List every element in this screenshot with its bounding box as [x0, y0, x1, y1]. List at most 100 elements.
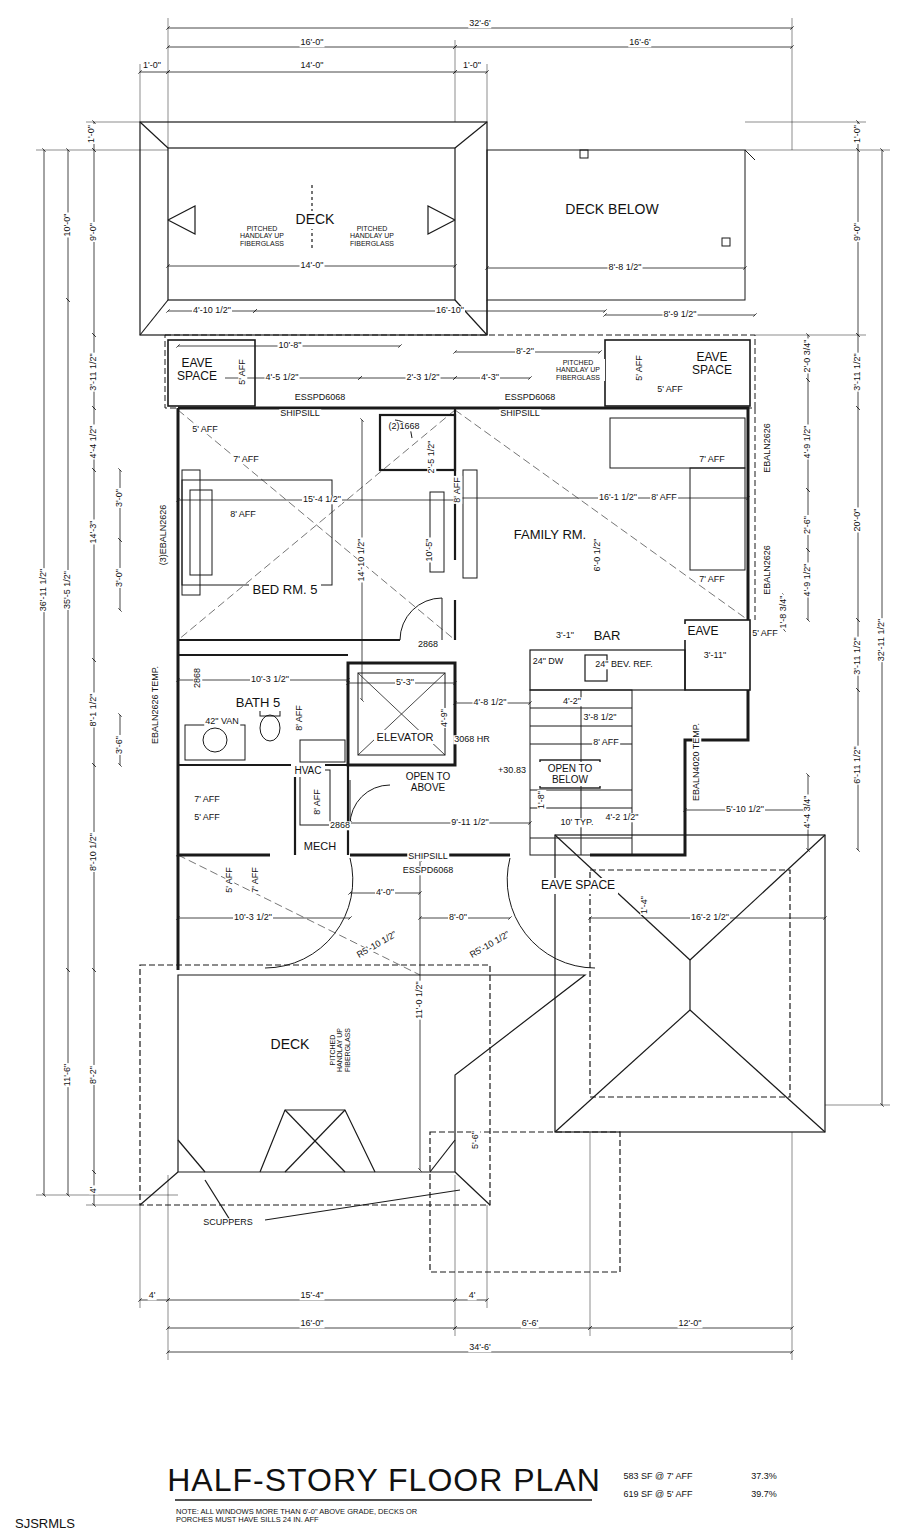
- dimension-text: 3'-8 1/2": [583, 713, 618, 722]
- upper-deck: [428, 206, 455, 234]
- dimension-text: 14'-3": [89, 520, 98, 545]
- dimension-text: 12'-0": [678, 1319, 703, 1328]
- room-label-box: OPEN TO ABOVE: [396, 770, 460, 794]
- dimension-text: 4'-4 3/4": [803, 795, 812, 830]
- room-name: MECH: [304, 840, 336, 852]
- room-name: DECK: [296, 212, 335, 227]
- view-line: [178, 410, 748, 975]
- dimension-text: SHIPSILL: [279, 409, 321, 418]
- extension-line: [755, 335, 866, 336]
- hip-roof: [689, 960, 690, 1010]
- dimension-text: +30.83: [497, 766, 527, 775]
- door-swing: [442, 598, 443, 640]
- furniture: [182, 470, 200, 595]
- eave-box: [685, 620, 750, 690]
- dimension-text: 5'-6": [471, 1130, 480, 1150]
- dimension-text: 7' AFF: [698, 455, 726, 464]
- dimension-text: 3'-11 1/2": [89, 352, 98, 391]
- dimension-text: 3'-1": [555, 631, 575, 640]
- eave-outline: [165, 335, 755, 408]
- dimension-text: 4'-0": [375, 888, 395, 897]
- room-label-box: EAVE SPACE: [169, 356, 225, 384]
- dimension-text: 8'-1 1/2": [89, 693, 98, 728]
- view-line: [178, 410, 455, 640]
- door-swing: [400, 598, 442, 640]
- extension-line: [168, 18, 169, 148]
- room-label-box: DECK BELOW: [562, 201, 661, 218]
- hip-roof: [430, 835, 825, 1272]
- bar-counter: [530, 650, 685, 690]
- dimension-text: 619 SF @ 5' AFF: [623, 1490, 694, 1499]
- furniture: [190, 490, 212, 575]
- dimension-text: 1'-0": [462, 61, 482, 70]
- hip-roof: [690, 1010, 825, 1132]
- upper-deck: [140, 122, 168, 148]
- dimension-text: SJSRMLS: [14, 1517, 76, 1531]
- furniture: [690, 468, 745, 570]
- room-name: OPEN TO ABOVE: [399, 771, 457, 793]
- exterior-wall: [177, 855, 180, 970]
- room-label-box: HVAC: [291, 764, 324, 777]
- dimension-text: 7' AFF: [232, 455, 260, 464]
- dimension-text: 10'-0": [63, 213, 72, 238]
- extension-line: [168, 1175, 169, 1360]
- dimension-text: 2868: [417, 640, 439, 649]
- deck-below: [580, 150, 588, 158]
- room-name: OPEN TO BELOW: [541, 763, 599, 785]
- dimension-text: 8' AFF: [592, 738, 620, 747]
- dimension-text: 3'-11 1/2": [853, 636, 862, 675]
- dimension-line: [68, 300, 69, 970]
- dimension-text: 16'-0": [300, 1319, 325, 1328]
- room-name: ELEVATOR: [377, 731, 434, 743]
- dimension-line: [350, 823, 530, 824]
- dimension-text: 5' AFF: [656, 385, 684, 394]
- dimension-text: 2'-0 3/4": [803, 339, 812, 374]
- lower-deck: [455, 1172, 490, 1205]
- door-swing: [265, 858, 353, 968]
- lower-deck: [140, 1172, 178, 1205]
- elevator-shaft: [348, 663, 455, 765]
- eave-box: [168, 340, 750, 690]
- dimension-text: 1'-4": [640, 895, 649, 915]
- room-name: DECK: [271, 1037, 310, 1052]
- stair: [530, 708, 632, 709]
- upper-deck: [140, 122, 487, 335]
- dimension-text: SHIPSILL: [499, 409, 541, 418]
- dimension-text: EBALN4020 TEMP.: [692, 722, 701, 802]
- dimension-text: 9'-0": [89, 222, 98, 242]
- dimension-line: [94, 470, 95, 660]
- extension-line: [792, 18, 793, 150]
- dimension-text: 8'-8 1/2": [608, 263, 643, 272]
- elevator-shaft: [358, 673, 445, 755]
- upper-deck: [455, 122, 487, 148]
- dimension-text: 24" DW: [532, 657, 565, 666]
- hip-roof: [590, 870, 790, 1097]
- dimension-text: 1'-0": [142, 61, 162, 70]
- dimension-text: 4'-2 1/2": [605, 813, 640, 822]
- lower-deck: [140, 965, 585, 1220]
- dimension-text: 2868: [329, 821, 351, 830]
- room-label-box: EAVE SPACE: [684, 350, 740, 378]
- dimension-text: 4'-9 1/2": [803, 563, 812, 598]
- room-label-box: DECK: [293, 211, 338, 228]
- exterior-wall: [178, 408, 748, 855]
- view-line: [455, 410, 748, 620]
- dimension-text: EBALN2626: [763, 544, 772, 596]
- room-label-box: BATH 5: [233, 695, 284, 711]
- room-name: BED RM. 5: [252, 583, 317, 597]
- room-name: BATH 5: [236, 696, 281, 710]
- dimension-text: 8' AFF: [453, 476, 462, 504]
- dimension-text: 42" VAN: [204, 717, 240, 726]
- room-label-box: BED RM. 5: [249, 582, 320, 598]
- dimension-text: 5' AFF: [193, 813, 221, 822]
- extension-line: [86, 1205, 140, 1206]
- stair: [530, 726, 632, 727]
- elevator-shaft: [348, 663, 455, 765]
- dimension-text: 9'-11 1/2": [450, 818, 489, 827]
- dimension-text: 14'-0": [300, 261, 325, 270]
- dimension-text: 8' AFF: [313, 788, 322, 816]
- dimension-text: SCUPPERS: [202, 1218, 254, 1227]
